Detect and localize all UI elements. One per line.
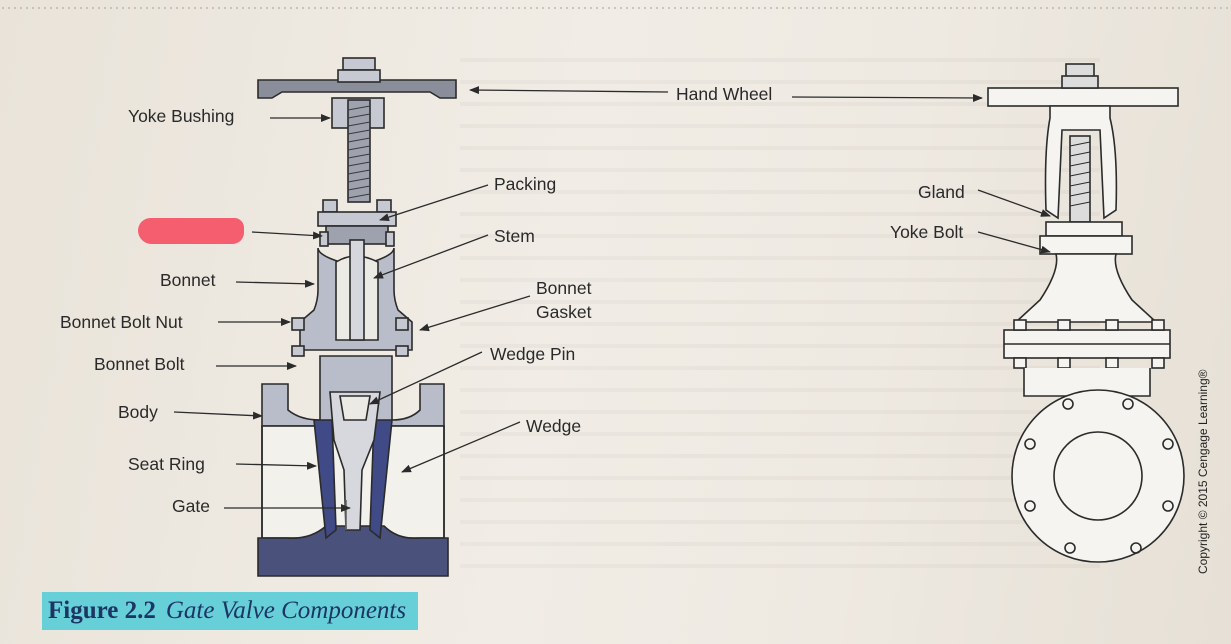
- perforation-dots: [0, 6, 1231, 10]
- hand-wheel-section: [257, 79, 457, 99]
- label-packing: Packing: [494, 174, 557, 194]
- figure-title: Gate Valve Components: [165, 597, 407, 624]
- label-wedge-pin: Wedge Pin: [490, 344, 576, 364]
- label-gland: Gland: [918, 182, 965, 202]
- wedge-section: [329, 391, 381, 531]
- label-seat-ring: Seat Ring: [128, 454, 205, 474]
- label-wedge: Wedge: [526, 416, 582, 436]
- figure-caption: Figure 2.2 Gate Valve Components: [42, 592, 419, 630]
- label-bonnet: Bonnet: [160, 270, 216, 290]
- label-bonnet-gasket-line2: Gasket: [536, 302, 592, 322]
- label-body: Body: [118, 402, 158, 422]
- bleed-through-text: [460, 40, 1100, 580]
- leader-lines: [173, 86, 1051, 512]
- section-view: [257, 57, 457, 577]
- label-gate: Gate: [172, 496, 210, 516]
- label-bonnet-bolt: Bonnet Bolt: [94, 354, 185, 374]
- redaction-mark: [138, 218, 244, 244]
- label-bonnet-bolt-nut: Bonnet Bolt Nut: [60, 312, 183, 332]
- external-view: [987, 63, 1185, 563]
- label-yoke-bolt: Yoke Bolt: [890, 222, 964, 242]
- body-base: [257, 525, 449, 577]
- label-yoke-bushing: Yoke Bushing: [128, 106, 235, 126]
- seat-ring-right: [369, 419, 393, 540]
- copyright-notice: Copyright © 2015 Cengage Learning®: [1196, 369, 1210, 575]
- figure-number: Figure 2.2: [48, 597, 156, 624]
- label-hand-wheel: Hand Wheel: [676, 84, 773, 104]
- label-bonnet-gasket-line1: Bonnet: [536, 278, 592, 298]
- label-stem: Stem: [494, 226, 535, 246]
